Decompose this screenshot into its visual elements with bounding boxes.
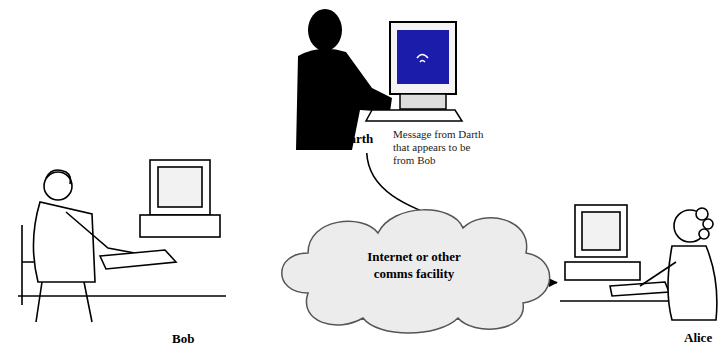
cloud-outline [282, 210, 550, 333]
sender-node: Bob [12, 150, 232, 348]
bob-figure [18, 160, 226, 322]
network-cloud: Internet or other comms facility [268, 198, 560, 338]
person-name: Darth [340, 131, 373, 146]
person-name: Bob [172, 331, 194, 346]
receiver-node: Alice [558, 190, 722, 348]
cloud-label: Internet or other comms facility [348, 248, 480, 282]
person-name: Alice [684, 330, 712, 345]
alice-figure [560, 205, 717, 320]
edge-label: Message from Darth that appears to be fr… [393, 128, 491, 167]
